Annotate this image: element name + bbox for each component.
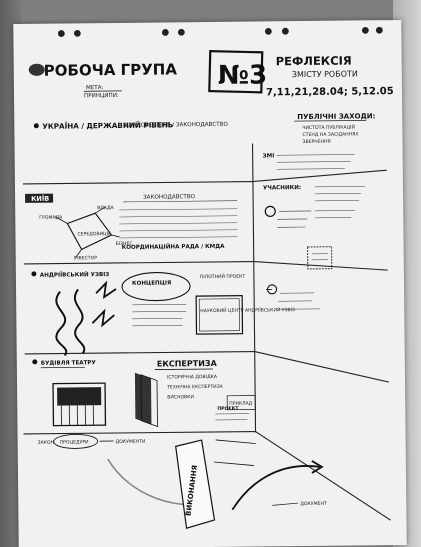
group-number: №3 <box>218 60 268 91</box>
project-label: ПРОЕКТ <box>217 406 239 412</box>
section-ukraine: УКРАЇНА / ДЕРЖАВНИЙ РІВЕНЬ ВЛАДОВЕ ПОЛЕ … <box>33 120 229 131</box>
kyiv-node: БІЗНЕС <box>116 241 133 247</box>
kyiv-center: СЕРЕДОВИЩЕ <box>77 231 111 237</box>
section-andriivskyi: АНДРІЇВСЬКИЙ УЗВІЗ КОНЦЕПЦІЯ ПІЛОТНИЙ ПР… <box>31 270 321 357</box>
group-title: РОБОЧА ГРУПА <box>44 60 178 79</box>
flow-left: ЗАКОН <box>38 440 54 446</box>
kyiv-heading: ЗАКОНОДАВСТВО <box>143 194 196 201</box>
principles-label: ПРИНЦИПИ: <box>84 93 119 99</box>
center-box: НАУКОВИЙ ЦЕНТР АНДРІЇВСЬКИЙ УЗВІЗ <box>200 306 295 314</box>
building-title: БУДІВЛЯ ТЕАТРУ <box>41 360 97 367</box>
kyiv-title: КИЇВ <box>31 194 49 203</box>
expertise-item: ВИСНОВКИ <box>167 394 194 400</box>
reflection-title: РЕФЛЕКСІЯ <box>276 54 352 69</box>
flow-mid: ПРОЦЕДУРИ <box>60 439 89 445</box>
bottom-diagram: ВИКОНАННЯ <box>107 439 324 530</box>
right-panel-title: ПУБЛІЧНІ ЗАХОДИ: <box>297 112 375 121</box>
header-left: РОБОЧА ГРУПА МЕТА: ПРИНЦИПИ: <box>28 60 178 99</box>
expertise-heading: ЕКСПЕРТИЗА <box>157 359 218 369</box>
kyiv-bottom: КООРДИНАЦІЙНА РАДА / КМДА <box>122 242 226 251</box>
handwriting-layer: РОБОЧА ГРУПА МЕТА: ПРИНЦИПИ: №3 РЕФЛЕКСІ… <box>22 26 394 530</box>
panel-item: ЗВЕРНЕННЯ <box>302 139 330 145</box>
panel-item: СТЕНД НА ЗАСІДАННЯХ <box>302 131 358 138</box>
concept-label: КОНЦЕПЦІЯ <box>132 280 171 286</box>
section-kyiv: КИЇВ ЗАКОНОДАВСТВО КООРДИНАЦІЙНА РАДА / … <box>25 193 238 261</box>
kyiv-side-notes <box>264 205 333 270</box>
flipchart-sheet: РОБОЧА ГРУПА МЕТА: ПРИНЦИПИ: №3 РЕФЛЕКСІ… <box>13 19 407 547</box>
stamps: ПРИКЛАД ДОКУМЕНТ <box>226 395 327 507</box>
binder-holes <box>57 26 383 37</box>
stamp: ДОКУМЕНТ <box>300 501 327 507</box>
goal-label: МЕТА: <box>86 85 104 91</box>
section-building: БУДІВЛЯ ТЕАТРУ ЕКСПЕРТИЗА ІСТОРИЧНА ДОВІ… <box>32 359 250 449</box>
stamp: ПРИКЛАД <box>229 401 253 407</box>
kyiv-node: ВЛАДА <box>97 205 114 211</box>
actors-label: УЧАСНИКИ: <box>263 185 301 191</box>
kyiv-node: ІНВЕСТОР <box>74 255 98 261</box>
header-right: РЕФЛЕКСІЯ ЗМІСТУ РОБОТИ 7,11,21,28.04; 5… <box>266 54 394 99</box>
expertise-item: ІСТОРИЧНА ДОВІДКА <box>167 374 218 381</box>
right-panel: ПУБЛІЧНІ ЗАХОДИ: ЧИСТОТА ПУБЛІКАЦІЙ СТЕН… <box>263 112 376 219</box>
kyiv-node: ГРОМАДА <box>39 215 63 221</box>
grid-lines <box>22 143 391 521</box>
media-label: ЗМІ <box>263 153 275 159</box>
panel-item: ЧИСТОТА ПУБЛІКАЦІЙ <box>302 123 355 131</box>
ukraine-note: ВЛАДОВЕ ПОЛЕ / ЗАКОНОДАВСТВО <box>124 122 228 129</box>
flow-right: ДОКУМЕНТИ <box>116 439 146 445</box>
pilot-project: ПІЛОТНИЙ ПРОЕКТ <box>200 273 246 280</box>
number-box: №3 <box>208 49 268 94</box>
reflection-subtitle: ЗМІСТУ РОБОТИ <box>292 69 358 79</box>
andriivskyi-title: АНДРІЇВСЬКИЙ УЗВІЗ <box>40 270 109 279</box>
session-dates: 7,11,21,28.04; 5,12.05 <box>266 86 394 98</box>
expertise-item: ТЕХНІЧНА ЕКСПЕРТИЗА <box>166 384 224 391</box>
ukraine-title: УКРАЇНА / ДЕРЖАВНИЙ РІВЕНЬ <box>42 120 173 130</box>
